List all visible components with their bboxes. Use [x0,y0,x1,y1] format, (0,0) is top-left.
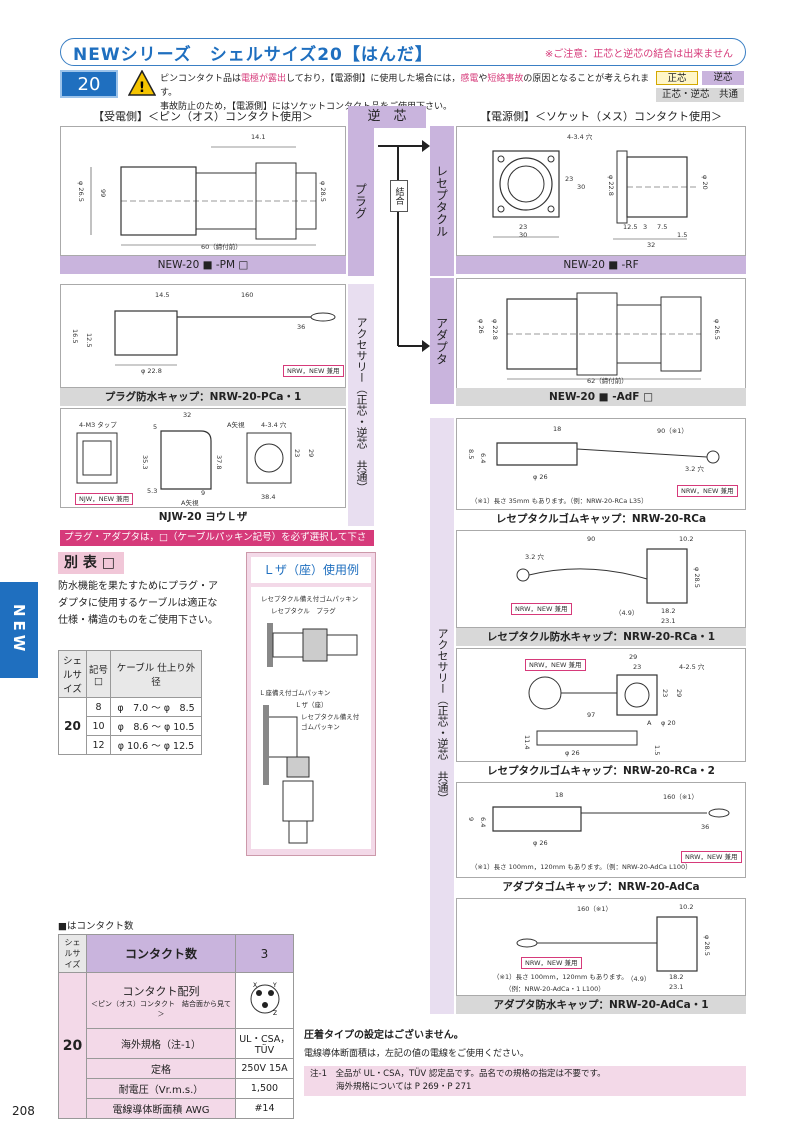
l-seat-drawing: 4-M3 タップ 32 5 A矢視 4-3.4 穴 35.3 37.8 23 2… [60,408,346,508]
l-seat-example-bottom [263,705,314,844]
size-badge: 20 [60,70,118,98]
ad-wp1-outline [516,916,698,972]
rec-rubber2-drawing: NRW，NEW 兼用 29 23 4-2.5 穴 23 29 97 A φ 20… [456,648,746,762]
rec-wp1-outline [516,548,688,604]
crimp-desc: 電線導体断面積は，左記の値の電線をご使用ください。 [304,1049,530,1059]
rec-rubber2-part-name: レセプタクルゴムキャップ：NRW-20-RCa・2 [456,762,746,780]
header-note: ※ご注意：正芯と逆芯の結合は出来ません [544,48,733,60]
acc-right-vlabel: アクセサリー（正芯・逆芯 共通） [430,418,454,1014]
svg-text:Y: Y [272,982,277,989]
l-seat-example-top [267,623,358,667]
beppyo-desc: 防水機能を果たすためにプラグ・アダプタに使用するケーブルは適正な仕様・構造のもの… [58,581,218,626]
receptacle-drawing: 4-3.4 穴 23 30 φ 22.8 φ 20 12.5 3 7.5 1.5… [456,126,746,256]
legend-common: 正芯・逆芯 共通 [656,88,744,102]
warning-icon: ! [128,70,156,96]
page-header: NEWシリーズ シェルサイズ20【はんだ】 ※ご注意：正芯と逆芯の結合は出来ませ… [60,38,746,66]
adapter-drawing: φ 26 φ 22.8 62（締付前） φ 26.5 [456,278,746,390]
legend-gyakushin: 逆芯 [702,71,744,85]
adapter-outline [506,292,702,380]
adapter-vlabel: アダプタ [430,278,454,404]
receptacle-outline [492,150,697,240]
cable-note: プラグ・アダプタは，□（ケーブルパッキン記号）を必ず選択して下さい。 [60,530,374,559]
ad-rubber-part-name: アダプタゴムキャップ：NRW-20-AdCa [456,878,746,896]
plug-cap-outline [114,310,336,366]
l-seat-part-name: NJW-20 ヨウＬザ [60,508,346,526]
plug-cap-part-name: プラグ防水キャップ：NRW-20-PCa・1 [60,388,346,406]
series-side-tab: NEW [0,582,38,678]
plug-vlabel: プラグ [348,126,374,276]
page-title: NEWシリーズ シェルサイズ20【はんだ】 [73,44,433,65]
coupling-arrows [378,140,430,352]
svg-text:X: X [253,982,257,989]
receptacle-vlabel: レセプタクル [430,126,454,276]
rec-rubber2-outline [528,674,658,746]
adapter-part-name: NEW-20 ■ -AdF □ [456,388,746,406]
contact-legend: ■はコンタクト数 [58,921,134,932]
plug-drawing: 14.1 φ 26.5 99 φ 28.5 60（締付前） [60,126,346,256]
coupling-label: 結合 [390,180,408,212]
nrw-new-badge: NRW，NEW 兼用 [283,365,344,377]
warning-text: ピンコンタクト品は電極が露出しており，【電源側】に使用した場合には，感電や短絡事… [160,74,650,112]
page-number: 208 [12,1104,35,1118]
svg-text:!: ! [139,80,145,96]
rec-rubber-outline [496,442,720,466]
ad-rubber-drawing: 18 160（※1） 9 6.4 φ 26 36 （※1）長さ 100mm，12… [456,782,746,878]
plug-outline [90,146,317,246]
contact-pin-layout: X Y Z [250,982,279,1017]
rec-rubber-part-name: レセプタクルゴムキャップ：NRW-20-RCa [456,510,746,528]
acc-left-vlabel: アクセサリー（正芯・逆芯 共通） [348,284,374,526]
plug-cap-drawing: 14.5 160 36 16.5 12.5 φ 22.8 NRW，NEW 兼用 [60,284,346,388]
l-seat-example: Ｌザ（座）使用例 レセプタクル備え付ゴムパッキン レセプタクル プラグ Ｌ座備え… [246,552,376,856]
rec-wp1-part-name: レセプタクル防水キャップ：NRW-20-RCa・1 [456,628,746,646]
ad-rubber-outline [492,806,730,832]
plug-part-name: NEW-20 ■ -PM □ [60,256,346,274]
rec-wp1-drawing: 90 10.2 3.2 穴 φ 28.5 （4.9） 18.2 23.1 NRW… [456,530,746,628]
receptacle-part-name: NEW-20 ■ -RF [456,256,746,274]
ad-wp1-part-name: アダプタ防水キャップ：NRW-20-AdCa・1 [456,996,746,1014]
rec-rubber-cap-drawing: 18 90（※1） 8.5 6.4 φ 26 3.2 穴 （※1）長さ 35mm… [456,418,746,510]
l-seat-outline [76,430,292,490]
legend-seishin: 正芯 [656,71,698,85]
section-reverse: 逆 芯 [348,106,426,128]
crimp-title: 圧着タイプの設定はございません。 [304,1030,464,1041]
beppyo-title: 別 表 □ [58,552,124,574]
footnote: 注-1 全品が UL・CSA，TÜV 認定品です。品名での規格の指定は不要です。… [304,1066,746,1096]
njw-new-badge: NJW，NEW 兼用 [75,493,134,505]
section-receive: 【受電側】＜ピン（オス）コンタクト使用＞ [93,110,313,123]
ad-wp1-drawing: 160（※1） 10.2 φ 28.5 （4.9） 18.2 23.1 （※1）… [456,898,746,996]
section-power: 【電源側】＜ソケット（メス）コンタクト使用＞ [480,110,722,123]
svg-text:Z: Z [273,1010,277,1017]
